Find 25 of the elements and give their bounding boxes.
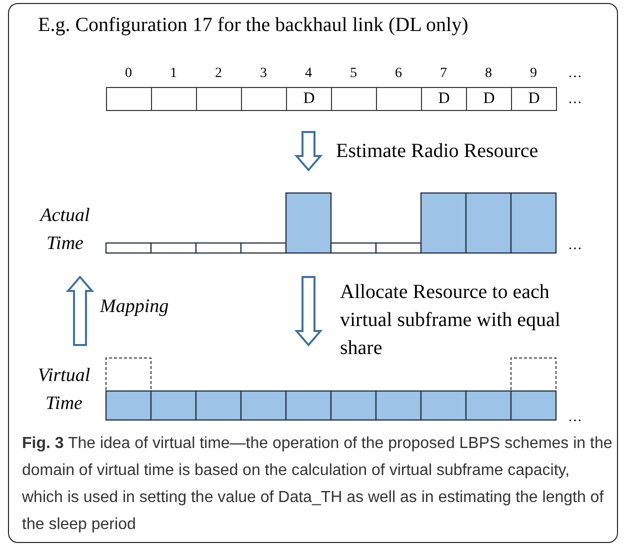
step-label: Estimate Radio Resource xyxy=(336,140,538,163)
row-label: Virtual Time xyxy=(36,364,92,416)
diagram-title: E.g. Configuration 17 for the backhaul link (DL only) xyxy=(38,14,468,37)
ellipsis: … xyxy=(568,66,582,82)
subframe-number: 6 xyxy=(394,66,403,82)
subframe-number: 3 xyxy=(259,66,268,82)
subframe-cell: D xyxy=(421,87,467,111)
row-label: Actual Time xyxy=(38,204,91,256)
subframe-number: 8 xyxy=(484,66,493,82)
mapping-label: Mapping xyxy=(100,296,169,318)
subframe-cell: D xyxy=(511,87,557,111)
subframe-number: 7 xyxy=(439,66,448,82)
subframe-number: 2 xyxy=(214,66,223,82)
step-label: Allocate Resource to each virtual subframe with equal share xyxy=(340,280,562,361)
ellipsis: … xyxy=(568,92,582,108)
subframe-number: 1 xyxy=(169,66,178,82)
subframe-number: 0 xyxy=(124,66,133,82)
ellipsis: … xyxy=(568,238,582,254)
subframe-cell: D xyxy=(286,87,332,111)
subframe-number: 9 xyxy=(529,66,538,82)
subframe-cell: D xyxy=(466,87,512,111)
subframe-number: 4 xyxy=(304,66,313,82)
subframe-number: 5 xyxy=(349,66,358,82)
figure-caption: Fig. 3 The idea of virtual time—the operation of the proposed LBPS schemes in the domain of virtual time is based on the calculation of virtual subframe capacity, which is used in setting the value of Data_TH as well as in estimating the length of the sleep period xyxy=(22,434,614,535)
ellipsis: … xyxy=(568,410,582,426)
